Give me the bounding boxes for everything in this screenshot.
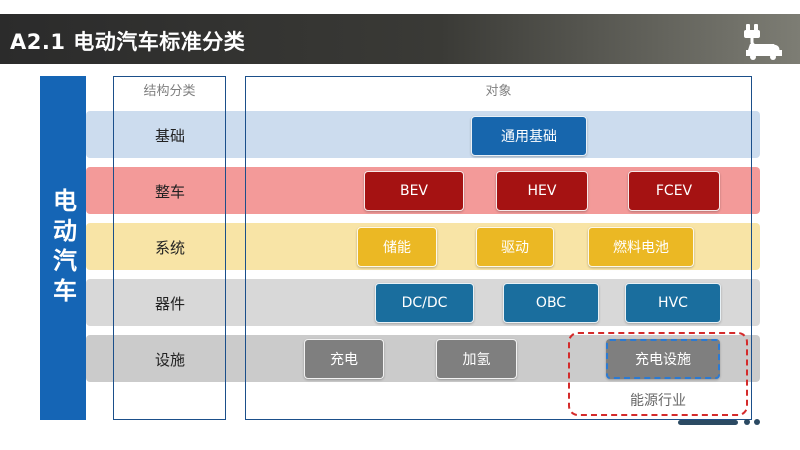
row-band-basic bbox=[86, 111, 760, 158]
item-fuel-cell: 燃料电池 bbox=[588, 227, 694, 267]
item-drive: 驱动 bbox=[476, 227, 554, 267]
row-label-vehicle: 整车 bbox=[154, 183, 185, 201]
object-column-header: 对象 bbox=[485, 84, 512, 99]
item-hev: HEV bbox=[496, 171, 588, 211]
item-hydrogen: 加氢 bbox=[436, 339, 517, 379]
energy-industry-label: 能源行业 bbox=[630, 393, 686, 409]
sidebar-label: 电动汽车 bbox=[48, 188, 77, 308]
decorative-dot bbox=[754, 419, 760, 425]
item-fcev: FCEV bbox=[628, 171, 720, 211]
decorative-dot bbox=[744, 419, 750, 425]
item-charging: 充电 bbox=[304, 339, 384, 379]
item-energy-storage: 储能 bbox=[357, 227, 437, 267]
row-label-basic: 基础 bbox=[154, 127, 185, 145]
page-title: A2.1 电动汽车标准分类 bbox=[10, 30, 246, 54]
item-bev: BEV bbox=[364, 171, 464, 211]
row-label-facility: 设施 bbox=[154, 351, 185, 369]
title-bar: A2.1 电动汽车标准分类 bbox=[0, 14, 800, 64]
decorative-bar bbox=[678, 420, 738, 425]
energy-industry-region bbox=[568, 332, 748, 416]
row-label-component: 器件 bbox=[154, 295, 185, 313]
row-label-system: 系统 bbox=[154, 239, 185, 257]
item-dcdc: DC/DC bbox=[375, 283, 474, 323]
object-column bbox=[245, 76, 752, 420]
car-charging-icon bbox=[744, 24, 782, 60]
item-obc: OBC bbox=[503, 283, 599, 323]
sidebar-category: 电动汽车 bbox=[40, 76, 86, 420]
structure-column bbox=[113, 76, 226, 420]
structure-column-header: 结构分类 bbox=[143, 84, 196, 99]
item-hvc: HVC bbox=[625, 283, 721, 323]
item-charging-facility: 充电设施 bbox=[606, 339, 720, 379]
item-general-basic: 通用基础 bbox=[471, 116, 587, 156]
